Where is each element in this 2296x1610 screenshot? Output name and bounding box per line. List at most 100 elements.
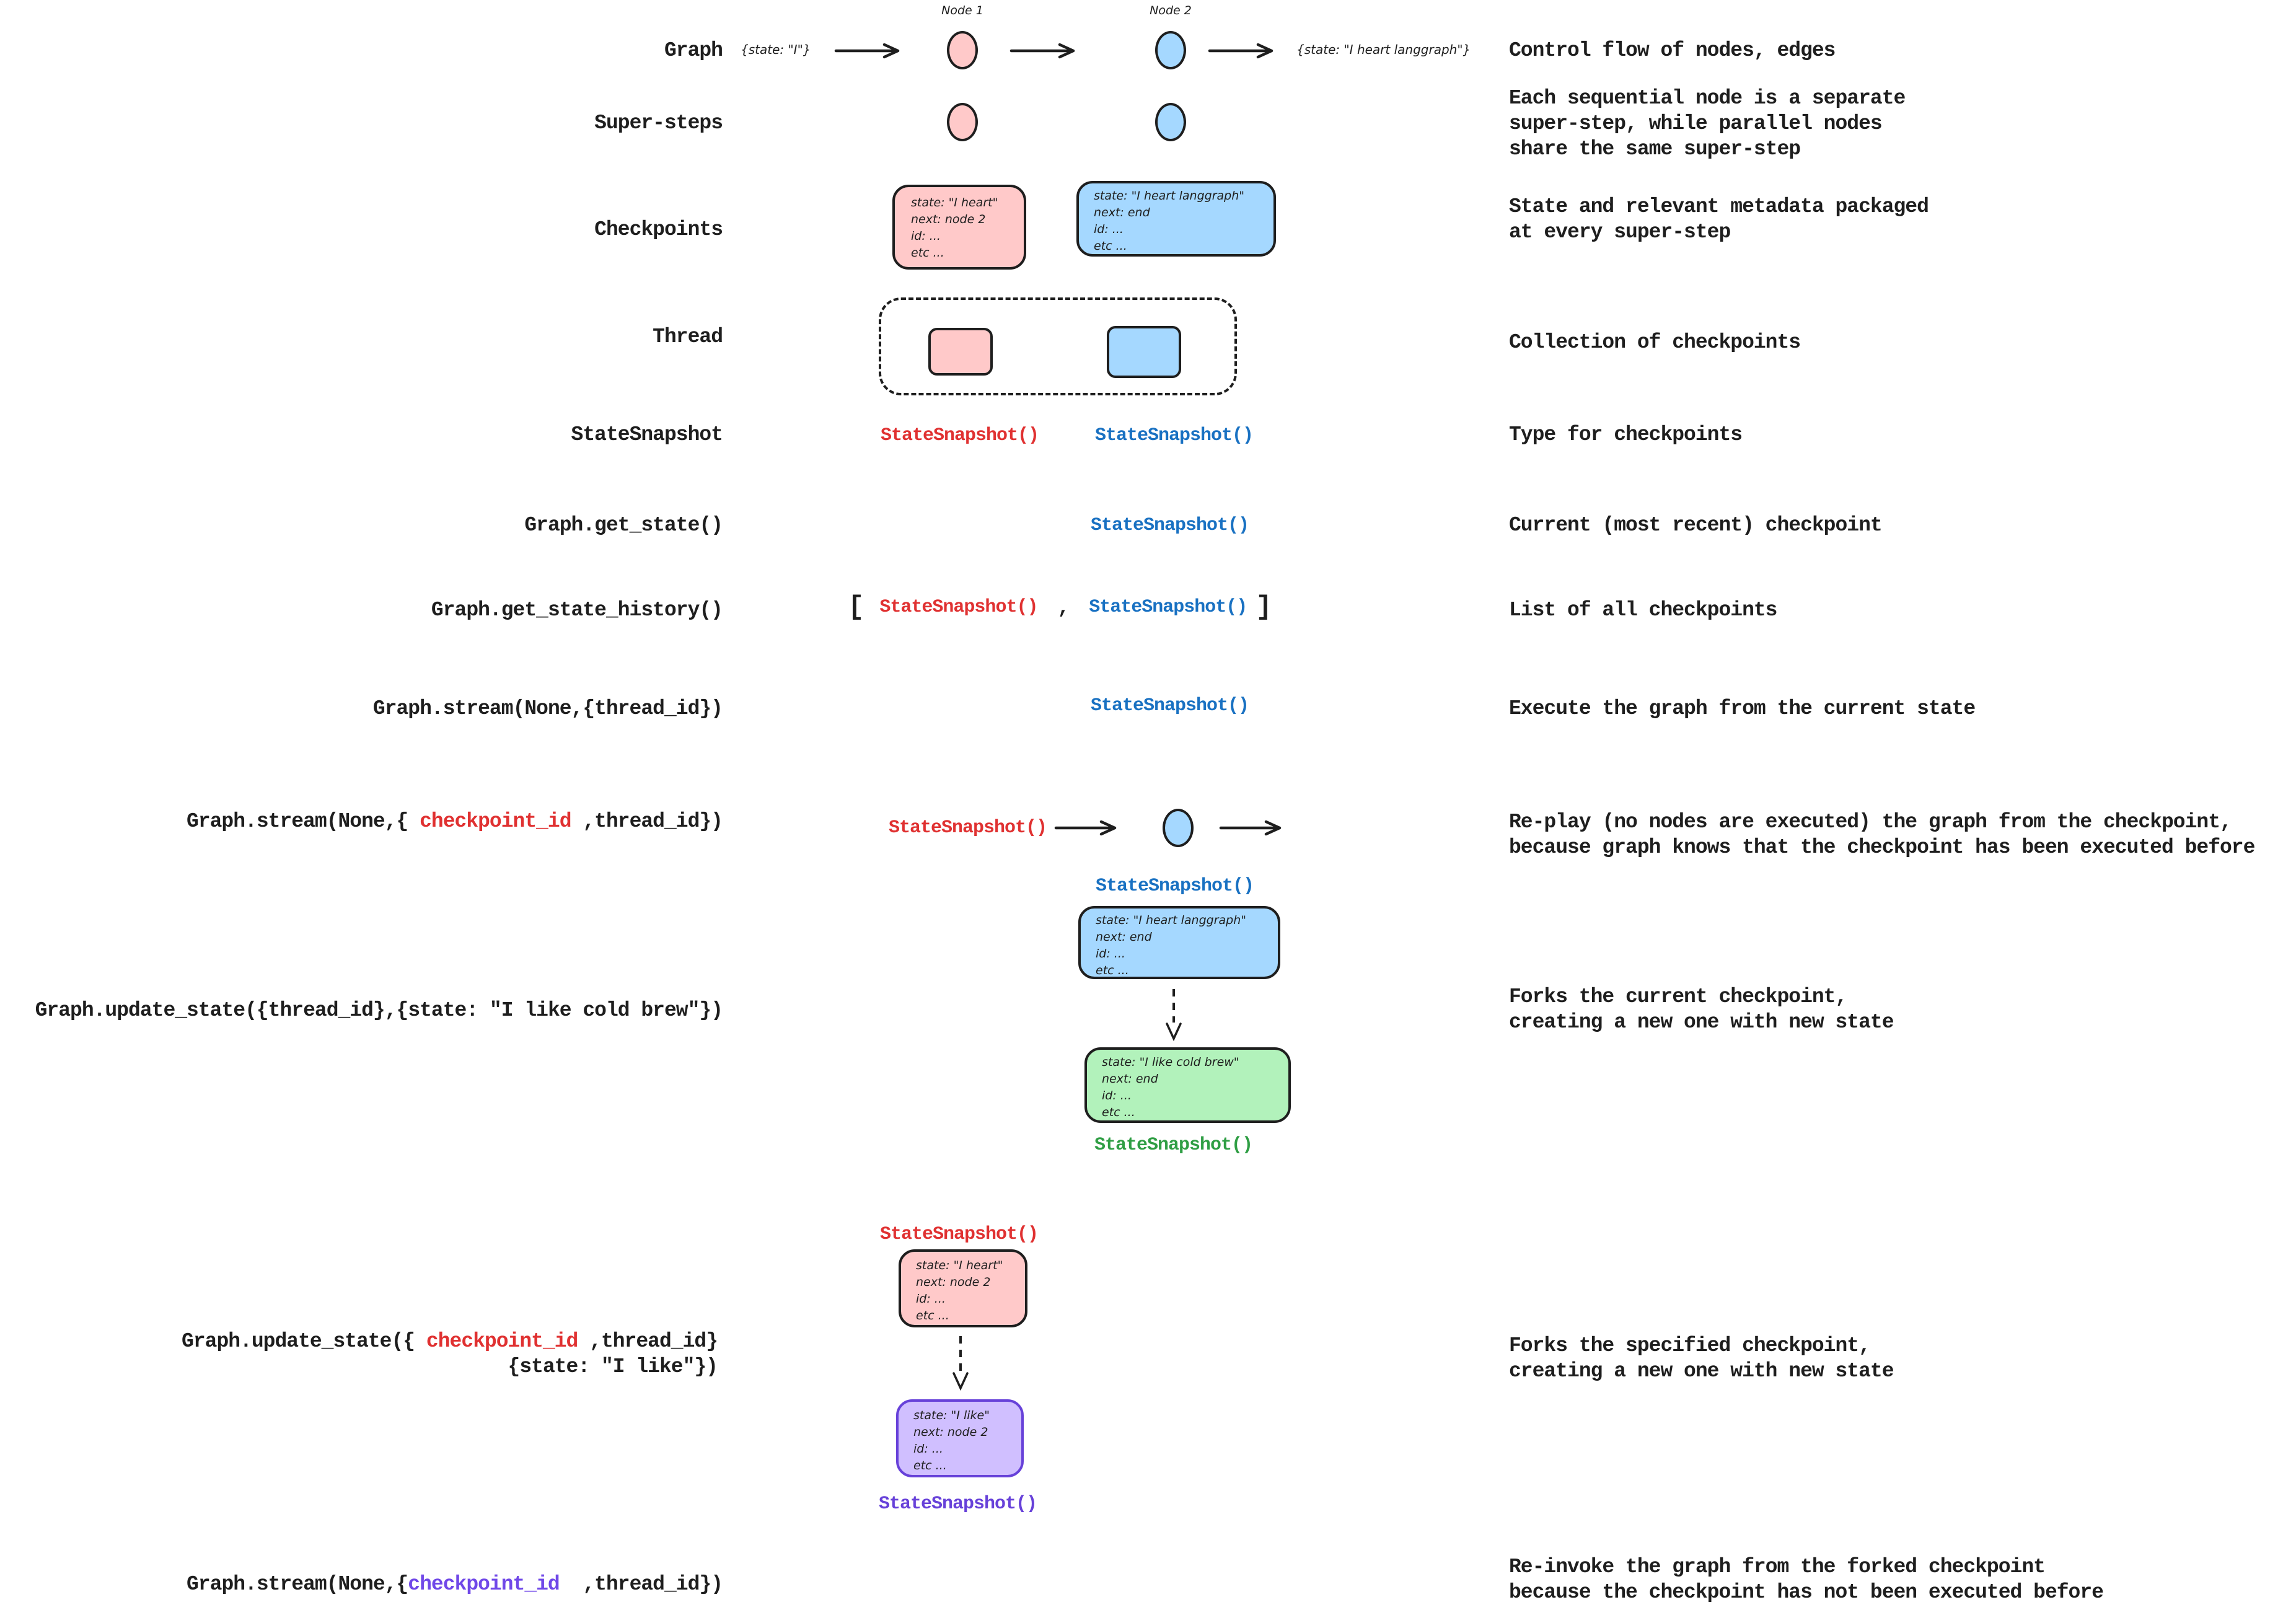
super-steps-desc: Each sequential node is a separate super… [1509, 86, 1906, 162]
thread-checkpoint-blue [1107, 326, 1181, 378]
card-line: id: ... [1096, 947, 1125, 961]
desc-line: because the checkpoint has not been exec… [1509, 1581, 2104, 1604]
state-snapshot-token-blue: StateSnapshot() [1091, 515, 1249, 536]
card-line: id: ... [913, 1442, 943, 1456]
snapshot-list: [ StateSnapshot() , StateSnapshot() ] [848, 594, 1272, 621]
card-line: etc ... [1102, 1106, 1135, 1119]
comma: , [1057, 596, 1070, 619]
state-snapshot-token-red: StateSnapshot() [879, 597, 1038, 618]
state-snapshot-token-red: StateSnapshot() [881, 425, 1039, 446]
card-line: state: "I like" [913, 1409, 990, 1422]
card-line: next: end [1096, 930, 1152, 944]
get-state-desc: Current (most recent) checkpoint [1509, 514, 1883, 537]
desc-line: Forks the specified checkpoint, [1509, 1334, 1871, 1357]
get-state-history-desc: List of all checkpoints [1509, 599, 1777, 622]
get-state-label: Graph.get_state() [524, 514, 723, 537]
checkpoints-desc: State and relevant metadata packaged at … [1509, 194, 1929, 245]
desc-line: Forks the current checkpoint, [1509, 985, 1847, 1008]
state-snapshot-token-blue: StateSnapshot() [1091, 695, 1249, 716]
label-prefix: Graph.stream(None,{ [187, 1573, 408, 1596]
desc-line: because graph knows that the checkpoint … [1509, 836, 2255, 859]
card-line: etc ... [1094, 239, 1127, 253]
checkpoint-id-highlight: checkpoint_id [420, 810, 571, 833]
checkpoint-card-like: state: "I like" next: node 2 id: ... etc… [896, 1399, 1024, 1477]
bracket-open: [ [848, 592, 864, 623]
stream-forked-label: Graph.stream(None,{checkpoint_id ,thread… [187, 1572, 723, 1597]
node2-ellipse [1155, 31, 1186, 69]
card-line: id: ... [1102, 1089, 1132, 1102]
desc-line: Each sequential node is a separate [1509, 87, 1906, 110]
desc-line: share the same super-step [1509, 138, 1801, 161]
desc-line: super-step, while parallel nodes [1509, 112, 1883, 135]
card-line: state: "I heart" [916, 1259, 1003, 1272]
node2-label: Node 2 [1150, 4, 1192, 17]
state-snapshot-token-blue: StateSnapshot() [1095, 425, 1254, 446]
stream-checkpoint-label: Graph.stream(None,{ checkpoint_id ,threa… [187, 809, 723, 834]
desc-line: State and relevant metadata packaged [1509, 195, 1929, 218]
checkpoint-id-highlight: checkpoint_id [408, 1573, 560, 1596]
node1-label: Node 1 [941, 4, 983, 17]
graph-label: Graph [664, 39, 723, 62]
card-line: state: "I like cold brew" [1102, 1055, 1239, 1069]
stream-forked-desc: Re-invoke the graph from the forked chec… [1509, 1554, 2104, 1605]
card-line: state: "I heart" [911, 196, 998, 209]
card-line: id: ... [911, 229, 941, 243]
card-line: next: node 2 [916, 1275, 991, 1289]
graph-input-state: {state: "I"} [741, 42, 811, 57]
card-line: id: ... [1094, 222, 1124, 236]
graph-output-state: {state: "I heart langgraph"} [1296, 42, 1471, 57]
card-line: next: end [1094, 206, 1150, 219]
checkpoint-card-langgraph: state: "I heart langgraph" next: end id:… [1076, 181, 1276, 257]
label-suffix: ,thread_id}) [559, 1573, 723, 1596]
card-line: id: ... [916, 1292, 946, 1306]
desc-line: Re-play (no nodes are executed) the grap… [1509, 811, 2232, 834]
arrow-right-icon [1208, 43, 1273, 59]
checkpoints-label: Checkpoints [594, 218, 723, 241]
label-prefix: Graph.stream(None,{ [187, 810, 420, 833]
arrow-down-dashed-icon [952, 1336, 969, 1391]
card-line: etc ... [913, 1459, 947, 1472]
desc-line: creating a new one with new state [1509, 1360, 1894, 1383]
desc-line: Re-invoke the graph from the forked chec… [1509, 1555, 2046, 1578]
checkpoint-card-heart: state: "I heart" next: node 2 id: ... et… [892, 185, 1026, 270]
label-line-2: {state: "I like"}) [508, 1355, 718, 1378]
thread-desc: Collection of checkpoints [1509, 331, 1801, 354]
checkpoint-card-coldbrew: state: "I like cold brew" next: end id: … [1084, 1047, 1291, 1123]
update-state-thread-desc: Forks the current checkpoint, creating a… [1509, 984, 1894, 1035]
arrow-right-icon [1054, 820, 1117, 836]
card-line: state: "I heart langgraph" [1096, 913, 1247, 927]
desc-line: at every super-step [1509, 221, 1731, 244]
card-line: etc ... [916, 1309, 949, 1322]
stream-thread-desc: Execute the graph from the current state [1509, 697, 1976, 720]
label-line-1: Graph.update_state({ checkpoint_id ,thre… [182, 1329, 718, 1354]
update-state-thread-label: Graph.update_state({thread_id},{state: "… [35, 999, 723, 1022]
state-snapshot-token-red: StateSnapshot() [880, 1224, 1039, 1245]
state-snapshot-token-blue: StateSnapshot() [1096, 876, 1254, 897]
arrow-right-icon [1009, 43, 1075, 59]
state-snapshot-desc: Type for checkpoints [1509, 423, 1743, 446]
card-line: next: end [1102, 1072, 1158, 1086]
super-step-node1-ellipse [947, 103, 978, 141]
label-prefix: Graph.update_state({ [182, 1330, 426, 1353]
graph-desc: Control flow of nodes, edges [1509, 39, 1836, 62]
update-state-checkpoint-desc: Forks the specified checkpoint, creating… [1509, 1333, 1894, 1384]
state-snapshot-token-purple: StateSnapshot() [879, 1493, 1037, 1515]
card-line: etc ... [1096, 964, 1129, 977]
card-line: state: "I heart langgraph" [1094, 189, 1245, 203]
update-state-checkpoint-label: Graph.update_state({ checkpoint_id ,thre… [182, 1329, 718, 1379]
thread-checkpoint-pink [928, 328, 993, 376]
stream-checkpoint-desc: Re-play (no nodes are executed) the grap… [1509, 809, 2255, 860]
stream-thread-label: Graph.stream(None,{thread_id}) [372, 697, 723, 720]
replay-node-ellipse [1163, 809, 1194, 847]
thread-container-box [879, 297, 1237, 395]
desc-line: creating a new one with new state [1509, 1011, 1894, 1034]
get-state-history-label: Graph.get_state_history() [431, 599, 723, 622]
card-line: etc ... [911, 246, 944, 260]
card-line: next: node 2 [911, 213, 986, 226]
arrow-right-icon [1219, 820, 1282, 836]
checkpoint-id-highlight: checkpoint_id [426, 1330, 578, 1353]
label-suffix: ,thread_id} [578, 1330, 718, 1353]
arrow-down-dashed-icon [1166, 989, 1182, 1041]
label-suffix: ,thread_id}) [571, 810, 723, 833]
